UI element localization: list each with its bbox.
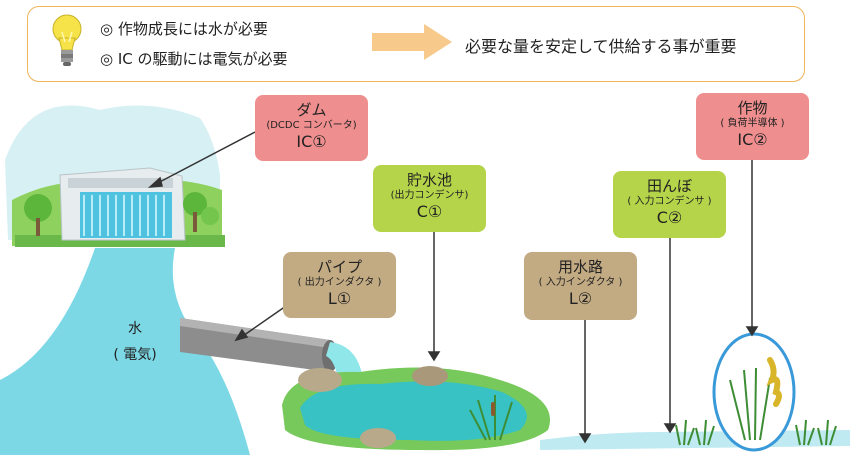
label-dam-sub: (DCDC コンバータ) (266, 120, 357, 131)
lightbulb-icon (52, 14, 82, 66)
label-tank-code: C① (416, 202, 443, 221)
label-crop: 作物 ( 負荷半導体 ) IC② (696, 93, 809, 160)
label-paddy-title: 田んぼ (646, 177, 692, 195)
paddy-grass (675, 419, 837, 446)
banner-line-electric: ◎ IC の駆動には電気が必要 (100, 50, 288, 68)
right-arrow-icon (372, 24, 452, 60)
water-electric-label: ( 電気) (113, 347, 157, 363)
label-pipe-code: L① (327, 289, 352, 308)
label-crop-sub: ( 負荷半導体 ) (720, 118, 785, 129)
label-canal-title: 用水路 (557, 258, 603, 276)
label-dam-code: IC① (296, 132, 327, 151)
label-dam-title: ダム (296, 101, 327, 119)
label-canal-code: L② (568, 289, 593, 308)
label-paddy-sub: ( 入力コンデンサ ) (627, 196, 712, 207)
label-dam: ダム (DCDC コンバータ) IC① (255, 95, 368, 161)
pond-illustration (282, 366, 550, 451)
banner-conclusion: 必要な量を安定して供給する事が重要 (465, 37, 737, 56)
label-canal: 用水路 ( 入力インダクタ ) L② (524, 252, 637, 320)
label-tank: 貯水池 (出力コンデンサ) C① (373, 165, 486, 232)
water-label: 水 (128, 321, 142, 337)
label-paddy-code: C② (656, 208, 683, 227)
crop-illustration (712, 332, 796, 452)
label-tank-sub: (出力コンデンサ) (390, 190, 469, 201)
label-crop-title: 作物 (737, 99, 768, 117)
label-crop-code: IC② (737, 130, 768, 149)
label-pipe-title: パイプ (316, 258, 362, 276)
label-pipe: パイプ ( 出力インダクタ ) L① (283, 252, 396, 318)
label-canal-sub: ( 入力インダクタ ) (538, 277, 623, 288)
label-tank-title: 貯水池 (406, 171, 452, 189)
banner-line-water: ◎ 作物成長には水が必要 (100, 20, 268, 38)
label-pipe-sub: ( 出力インダクタ ) (297, 277, 382, 288)
dam-illustration (5, 105, 225, 247)
label-paddy: 田んぼ ( 入力コンデンサ ) C② (613, 171, 726, 238)
